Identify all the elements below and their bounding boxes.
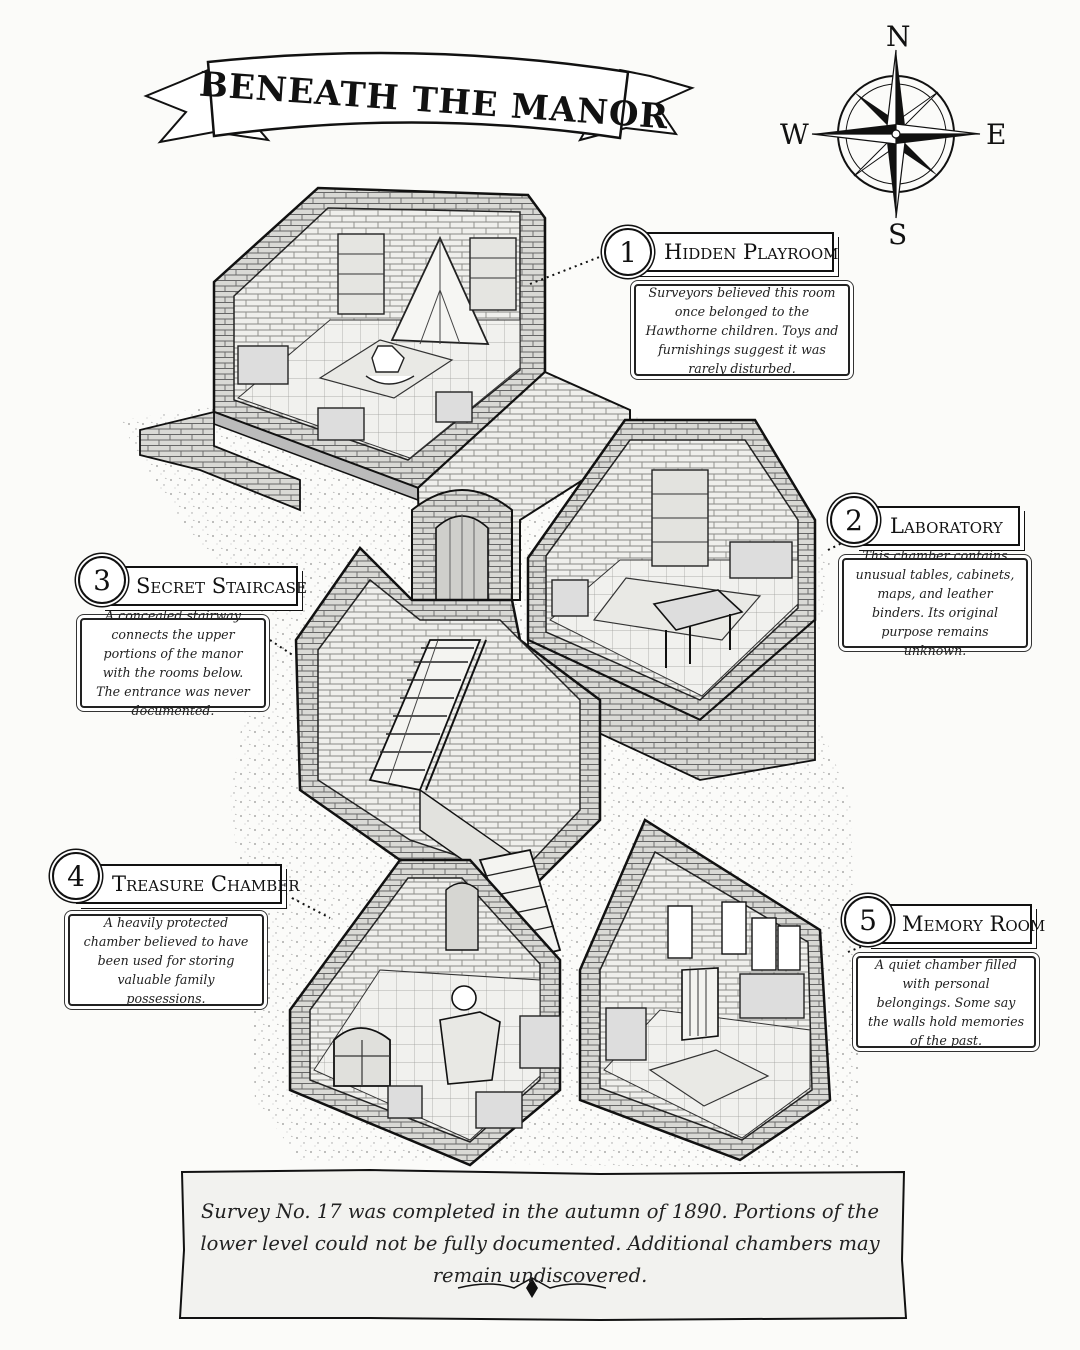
room-laboratory (526, 418, 817, 781)
room-4-number-badge: 4 (52, 852, 100, 900)
title-banner: BENEATH THE MANOR (143, 51, 695, 144)
room-3-name: Secret Staircase (136, 574, 307, 598)
compass-north-label: N (886, 20, 911, 53)
room-1-description: Surveyors believed this room once belong… (634, 284, 850, 376)
room-5-name: Memory Room (902, 912, 1046, 936)
room-4-name: Treasure Chamber (112, 872, 300, 896)
room-5-label[interactable]: Memory Room (866, 904, 1045, 944)
survey-footer-note: Survey No. 17 was completed in the autum… (200, 1200, 880, 1287)
room-3-description: A concealed stairway connects the upper … (80, 608, 266, 718)
compass-south-label: S (888, 218, 908, 251)
room-2-name: Laboratory (890, 514, 1003, 538)
room-5-description: A quiet chamber filled with personal bel… (856, 956, 1036, 1048)
compass-west-label: W (780, 118, 809, 151)
room-memory-room (578, 818, 832, 1162)
room-3-number-badge: 3 (78, 556, 126, 604)
room-5-number-badge: 5 (844, 896, 892, 944)
compass-east-label: E (986, 118, 1007, 151)
room-4-description: A heavily protected chamber believed to … (68, 914, 264, 1006)
foundation-wall (139, 410, 301, 512)
room-2-label[interactable]: Laboratory (854, 506, 1020, 546)
room-2-description: This chamber contains unusual tables, ca… (842, 548, 1028, 658)
compass-rose (811, 49, 981, 219)
room-treasure-chamber (288, 858, 562, 1167)
room-1-label[interactable]: Hidden Playroom (628, 232, 839, 272)
room-2-number-badge: 2 (830, 496, 878, 544)
footer-parchment (178, 1168, 908, 1322)
room-4-label[interactable]: Treasure Chamber (76, 864, 300, 904)
room-1-name: Hidden Playroom (664, 240, 839, 264)
room-hidden-playroom (212, 186, 547, 502)
room-secret-staircase (294, 546, 602, 962)
room-1-number-badge: 1 (604, 228, 652, 276)
staircase-steps (368, 639, 487, 792)
room-3-label[interactable]: Secret Staircase (100, 566, 307, 606)
